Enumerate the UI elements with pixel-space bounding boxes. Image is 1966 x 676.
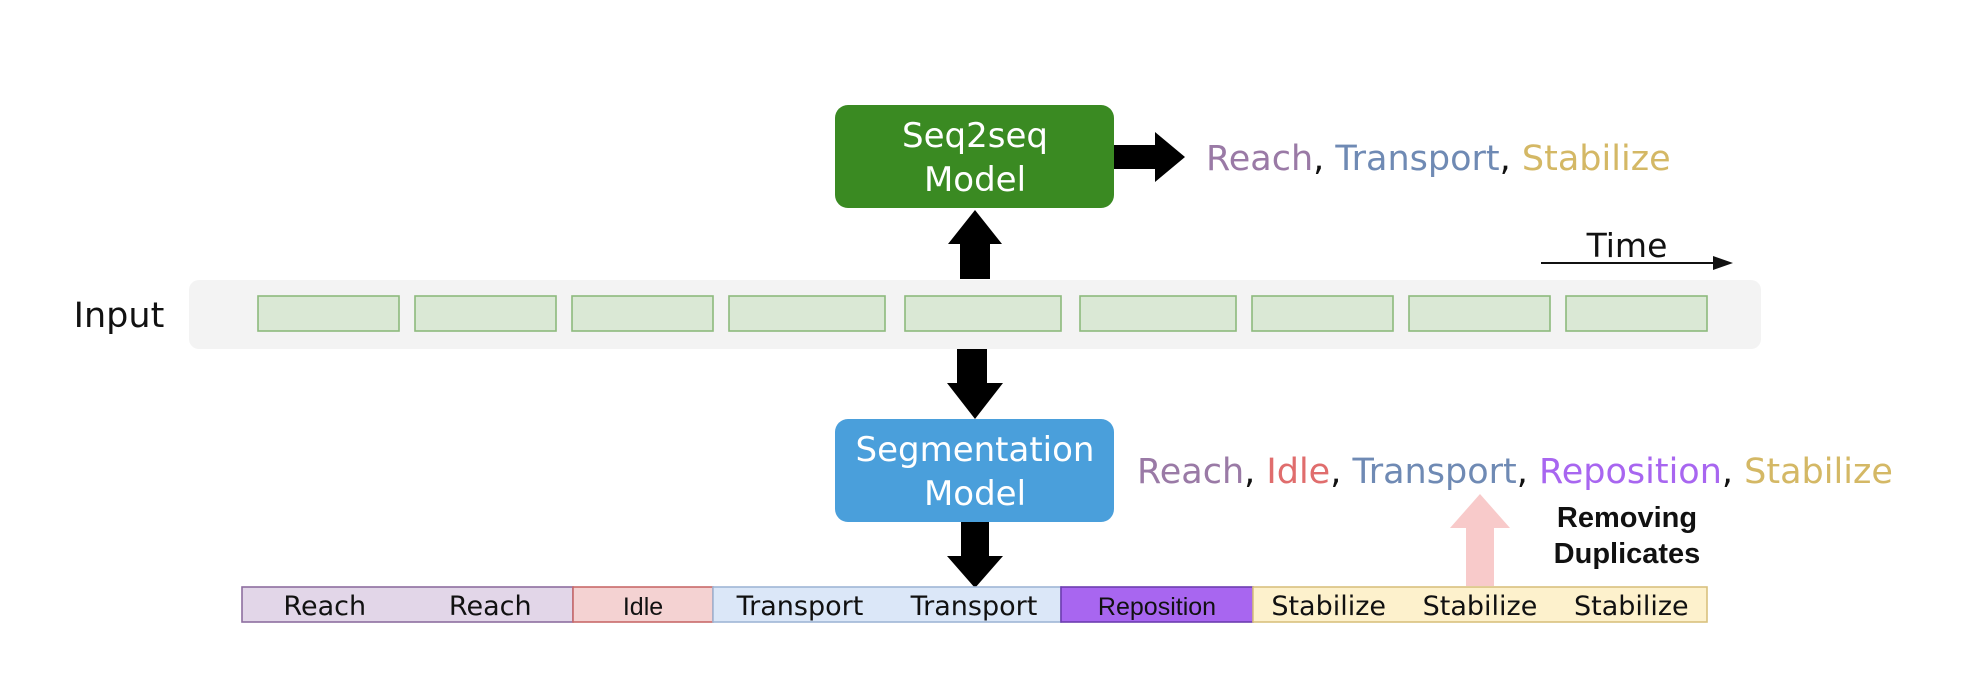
segmentation-model-box: Segmentation Model <box>835 419 1114 522</box>
segment-stabilize-label: Stabilize <box>1423 591 1538 622</box>
output-label-idle: Idle <box>1266 452 1330 492</box>
input-frame <box>1251 295 1394 332</box>
segmentation-output-labels: Reach, Idle, Transport, Reposition, Stab… <box>1137 452 1893 492</box>
segmentation-title-line1: Segmentation <box>856 430 1095 470</box>
seq2seq-model-box: Seq2seq Model <box>835 105 1114 208</box>
time-arrowhead-icon <box>1713 256 1733 270</box>
output-separator: , <box>1500 139 1522 179</box>
segment-stabilize-block <box>1252 586 1708 623</box>
input-frame <box>414 295 557 332</box>
seq2seq-title-line1: Seq2seq <box>902 116 1048 156</box>
segment-reach-label: Reach <box>283 591 366 622</box>
segment-stabilize-label: Stabilize <box>1574 591 1689 622</box>
arrow-down-to-segments-icon <box>947 522 1003 588</box>
output-label-transport: Transport <box>1334 139 1499 179</box>
seq2seq-box-shape <box>835 105 1114 208</box>
input-frame <box>1408 295 1551 332</box>
arrow-up-to-seq2seq-icon <box>948 210 1002 279</box>
segment-reposition-label: Reposition <box>1098 593 1216 621</box>
input-frame <box>257 295 400 332</box>
input-frame <box>1565 295 1708 332</box>
removing-duplicates-line2: Duplicates <box>1554 538 1701 570</box>
output-separator: , <box>1330 452 1352 492</box>
seq2seq-title-line2: Model <box>924 160 1026 200</box>
segment-reposition: Reposition <box>1060 586 1254 623</box>
output-label-reach: Reach <box>1137 452 1244 492</box>
output-label-reposition: Reposition <box>1539 452 1722 492</box>
input-frame <box>571 295 714 332</box>
removing-duplicates-line1: Removing <box>1557 502 1697 534</box>
input-frame <box>728 295 886 332</box>
segment-reposition-block <box>1060 586 1254 623</box>
output-label-stabilize: Stabilize <box>1522 139 1671 179</box>
segment-idle: Idle <box>572 586 714 623</box>
input-frame <box>1079 295 1237 332</box>
output-label-transport: Transport <box>1351 452 1516 492</box>
segment-bar: Reach Reach Idle Transport Transport Repositi… <box>241 586 1708 623</box>
output-separator: , <box>1313 139 1335 179</box>
arrow-down-to-segmentation-icon <box>947 349 1003 419</box>
output-separator: , <box>1722 452 1744 492</box>
output-label-stabilize: Stabilize <box>1744 452 1893 492</box>
input-label: Input <box>74 296 165 336</box>
segment-idle-label: Idle <box>623 593 663 621</box>
segment-reach-label: Reach <box>449 591 532 622</box>
time-label: Time <box>1586 226 1668 265</box>
segmentation-title-line2: Model <box>924 474 1026 514</box>
segment-transport-label: Transport <box>736 591 864 622</box>
arrow-right-to-output-icon <box>1114 132 1185 182</box>
seq2seq-output-labels: Reach, Transport, Stabilize <box>1206 139 1671 179</box>
segment-transport-label: Transport <box>910 591 1038 622</box>
output-separator: , <box>1517 452 1539 492</box>
output-label-reach: Reach <box>1206 139 1313 179</box>
segment-stabilize-label: Stabilize <box>1271 591 1386 622</box>
output-separator: , <box>1244 452 1266 492</box>
segmentation-box-shape <box>835 419 1114 522</box>
segment-reach: Reach Reach <box>241 586 574 623</box>
input-frames <box>257 295 1708 332</box>
segment-reach-block <box>241 586 574 623</box>
removing-duplicates-arrow-icon <box>1450 494 1510 586</box>
segment-stabilize: Stabilize Stabilize Stabilize <box>1252 586 1708 623</box>
input-frame <box>904 295 1062 332</box>
segment-transport: Transport Transport <box>712 586 1062 623</box>
